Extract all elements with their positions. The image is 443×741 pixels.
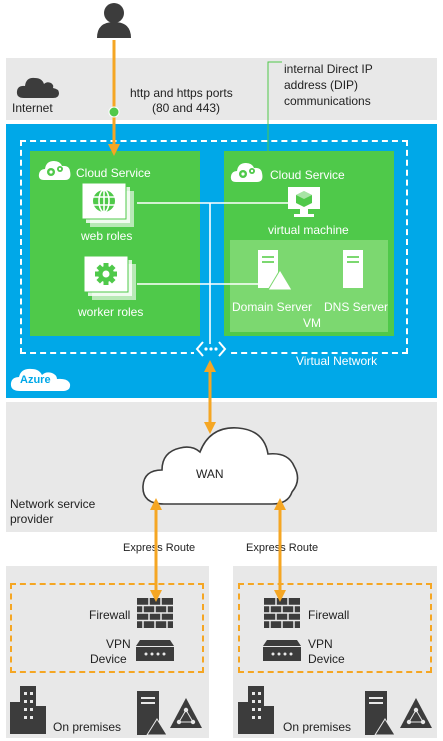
vpn-device-right-icon — [263, 640, 301, 661]
vpn-right-line1: VPN — [308, 637, 333, 651]
wan-label: WAN — [196, 467, 224, 481]
vpn-left-line1: VPN — [106, 637, 131, 651]
cloud-service-left — [30, 151, 200, 336]
firewall-right-icon — [264, 598, 300, 628]
provider-label-line1: Network service — [10, 497, 96, 511]
web-roles-label: web roles — [81, 229, 133, 243]
vpn-right-line2: Device — [308, 652, 345, 666]
worker-roles-label: worker roles — [78, 305, 144, 319]
virtual-machine-label: virtual machine — [268, 223, 349, 237]
cloud-service-right-icon — [230, 163, 263, 182]
firewall-right-label: Firewall — [308, 608, 350, 622]
endpoint-dot — [108, 106, 120, 118]
on-premises-right-label: On premises — [283, 720, 352, 734]
dip-note-line2: address (DIP) — [284, 78, 359, 92]
user-icon — [97, 3, 131, 38]
vpn-left-line2: Device — [90, 652, 127, 666]
virtual-machine-icon — [288, 187, 320, 217]
wan-cloud-icon — [142, 427, 299, 505]
dns-server-label: DNS Server — [324, 300, 389, 314]
dip-note-line3: communications — [284, 94, 371, 108]
on-premises-left-label: On premises — [53, 720, 122, 734]
internet-label: Internet — [12, 101, 53, 115]
firewall-left-label: Firewall — [89, 608, 131, 622]
dip-callout-line — [267, 61, 282, 205]
server-left-icon — [137, 691, 168, 736]
internet-panel — [6, 58, 437, 120]
ports-label-line2: (80 and 443) — [152, 101, 221, 115]
vm-label: VM — [303, 316, 321, 330]
cloud-service-right-title: Cloud Service — [270, 168, 345, 182]
premises-left-edge-boundary — [10, 583, 204, 673]
azure-badge-icon — [10, 368, 71, 391]
dip-note-line1: internal Direct IP — [284, 62, 373, 76]
vnet-gateway-icon — [194, 338, 228, 360]
worker-role-icon — [83, 255, 136, 300]
web-role-icon — [81, 182, 134, 227]
provider-label-line2: provider — [10, 512, 54, 526]
dns-server-icon — [343, 250, 363, 288]
cloud-service-left-title: Cloud Service — [76, 166, 151, 180]
domain-server-label: Domain Server — [232, 300, 313, 314]
building-left-icon — [10, 686, 46, 734]
internet-cloud-icon — [16, 77, 59, 98]
cloud-service-left-icon — [38, 161, 71, 180]
ports-label-line1: http and https ports — [130, 86, 233, 100]
server-right-icon — [365, 691, 396, 736]
network-right-icon — [400, 698, 432, 728]
network-left-icon — [170, 698, 202, 728]
azure-badge-label: Azure — [20, 374, 51, 386]
vpn-device-left-icon — [136, 640, 174, 661]
domain-server-icon — [258, 250, 293, 291]
internal-connections — [137, 202, 290, 344]
building-right-icon — [238, 686, 274, 734]
premises-right-edge-boundary — [238, 583, 432, 673]
virtual-network-label: Virtual Network — [296, 354, 378, 368]
